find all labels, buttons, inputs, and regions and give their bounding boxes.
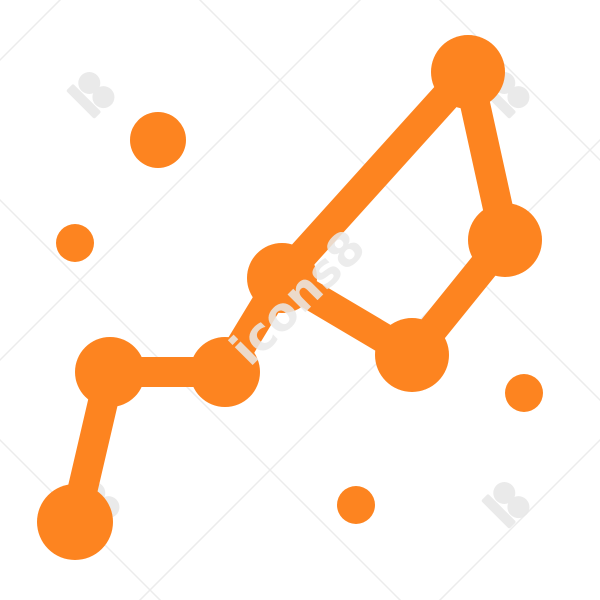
star [468, 203, 542, 277]
star [375, 318, 449, 392]
star [37, 484, 113, 560]
constellation-stars [37, 35, 542, 560]
star-small [56, 224, 94, 262]
star-small [130, 112, 186, 168]
star [247, 243, 317, 313]
star-small [505, 374, 543, 412]
star [190, 337, 260, 407]
icons8-logo-icon [481, 481, 530, 529]
icons8-logo-icon [66, 71, 115, 119]
loose-stars [56, 112, 543, 524]
star [431, 35, 505, 109]
star-small [337, 486, 375, 524]
star [75, 337, 145, 407]
